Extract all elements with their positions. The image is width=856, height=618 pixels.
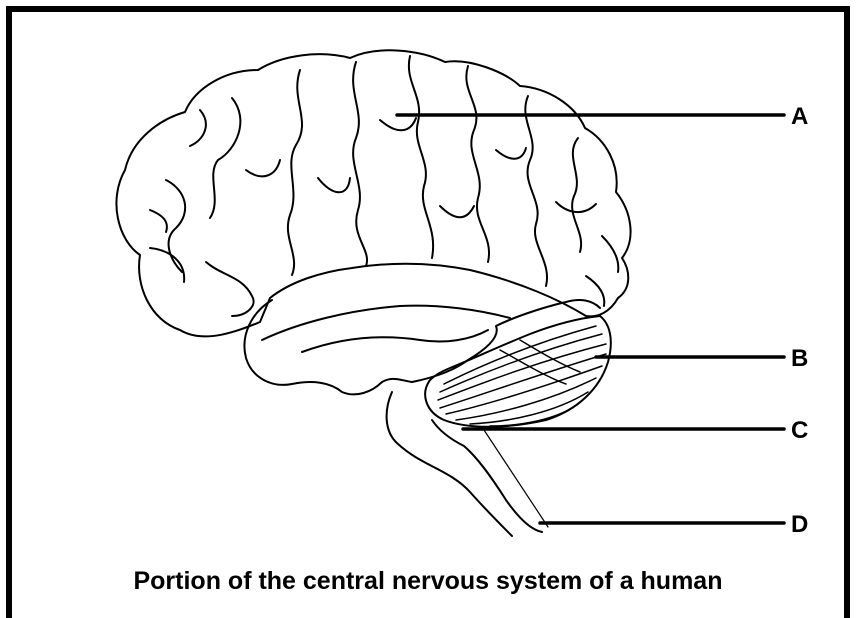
diagram-caption: Portion of the central nervous system of… (0, 567, 856, 596)
label-c: C (791, 417, 808, 445)
label-a: A (791, 103, 808, 131)
temporal-sulcus (302, 330, 488, 352)
cerebrum-outline (116, 50, 630, 336)
cerebellum-outline (425, 316, 611, 427)
label-b: B (791, 345, 808, 373)
label-d: D (791, 511, 808, 539)
lateral-sulcus (262, 306, 510, 340)
cerebellum-folia (438, 326, 606, 426)
temporal-lobe-outline (244, 300, 600, 394)
cerebral-gyri (150, 56, 618, 316)
